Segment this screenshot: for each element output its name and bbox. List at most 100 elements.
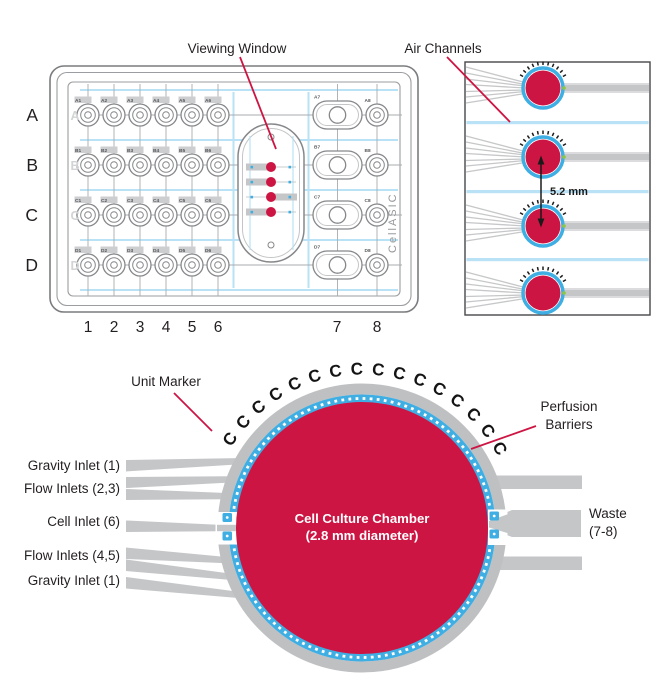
well-C3: C3 bbox=[126, 196, 152, 227]
svg-text:B5: B5 bbox=[179, 148, 185, 154]
col-label-4: 4 bbox=[162, 319, 171, 336]
svg-text:B8: B8 bbox=[365, 148, 371, 154]
svg-text:A2: A2 bbox=[101, 98, 107, 104]
embossed-row-label-c: C bbox=[70, 209, 79, 223]
air-unit-chamber bbox=[525, 208, 561, 244]
svg-text:D3: D3 bbox=[127, 248, 133, 254]
viewing-window-valve-dots bbox=[250, 165, 292, 214]
unit-marker-glyph: C bbox=[447, 389, 468, 412]
flow-inlets-23-label: Flow Inlets (2,3) bbox=[24, 481, 120, 496]
svg-text:C8: C8 bbox=[365, 198, 371, 204]
svg-text:B4: B4 bbox=[153, 148, 159, 154]
unit-marker-leader-line bbox=[173, 392, 213, 432]
well-A3: A3 bbox=[126, 96, 152, 127]
pitch-dimension: 5.2 mm bbox=[537, 155, 588, 228]
svg-text:D7: D7 bbox=[314, 245, 320, 251]
plate-tray bbox=[67, 81, 401, 297]
gravity-inlet-bottom-channel bbox=[126, 577, 237, 598]
plate-column-labels: 1 2 3 4 5 6 7 8 bbox=[84, 319, 382, 336]
air-channels-leader-line bbox=[446, 56, 511, 123]
well-D8: D8 bbox=[365, 248, 389, 277]
unit-marker-glyph: C bbox=[411, 369, 429, 391]
svg-text:A5: A5 bbox=[179, 98, 185, 104]
unit-marker-glyph: C bbox=[391, 363, 407, 384]
svg-text:A3: A3 bbox=[127, 98, 133, 104]
viewing-window-callout: Viewing Window bbox=[188, 41, 287, 56]
svg-text:B7: B7 bbox=[314, 145, 320, 151]
well-D1: D1 bbox=[74, 246, 100, 277]
well-B6: B6 bbox=[204, 146, 230, 177]
svg-text:C6: C6 bbox=[205, 198, 211, 204]
inlet-channels bbox=[126, 458, 237, 598]
air-unit-chamber bbox=[525, 139, 561, 175]
pitch-dimension-label: 5.2 mm bbox=[550, 186, 588, 198]
air-channel-unit bbox=[465, 266, 649, 315]
well-D4: D4 bbox=[152, 246, 178, 277]
unit-marker-glyph: C bbox=[371, 360, 385, 380]
gravity-inlet-top-channel bbox=[126, 458, 237, 472]
air-channels-diagram: 5.2 mm Air Channels bbox=[404, 41, 651, 316]
svg-text:C3: C3 bbox=[127, 198, 133, 204]
svg-text:D2: D2 bbox=[101, 248, 107, 254]
embossed-row-label-b: B bbox=[70, 159, 79, 173]
air-channel-unit bbox=[465, 130, 649, 179]
well-B5: B5 bbox=[178, 146, 204, 177]
svg-text:C7: C7 bbox=[314, 195, 320, 201]
cell-culture-chamber bbox=[236, 402, 488, 654]
svg-text:A7: A7 bbox=[314, 95, 320, 101]
unit-marker-glyph: C bbox=[285, 373, 304, 395]
flow-inlet-4-channel bbox=[126, 547, 224, 564]
cell-inlet-label: Cell Inlet (6) bbox=[47, 514, 120, 529]
svg-text:A4: A4 bbox=[153, 98, 159, 104]
well-D7: D7 bbox=[312, 245, 363, 280]
well-A7: A7 bbox=[312, 95, 363, 130]
waste-label: Waste (7-8) bbox=[589, 506, 627, 539]
waste-label-line1: Waste bbox=[589, 506, 627, 521]
well-B2: B2 bbox=[100, 146, 126, 177]
well-B4: B4 bbox=[152, 146, 178, 177]
unit-marker-glyph: C bbox=[219, 429, 242, 450]
svg-text:B3: B3 bbox=[127, 148, 133, 154]
well-A1: A1 bbox=[74, 96, 100, 127]
svg-text:A8: A8 bbox=[365, 98, 371, 104]
culture-chamber-dot bbox=[266, 177, 276, 187]
col-label-5: 5 bbox=[188, 319, 197, 336]
unit-marker-glyph: C bbox=[232, 411, 254, 433]
well-A2: A2 bbox=[100, 96, 126, 127]
well-D2: D2 bbox=[100, 246, 126, 277]
well-B1: B1 bbox=[74, 146, 100, 177]
well-B8: B8 bbox=[365, 148, 389, 177]
unit-marker-glyph: C bbox=[248, 396, 270, 418]
col-label-6: 6 bbox=[214, 319, 223, 336]
viewing-window-leader-line bbox=[239, 56, 277, 150]
well-D3: D3 bbox=[126, 246, 152, 277]
embossed-row-label-a: A bbox=[70, 109, 79, 123]
plate-inner-shell bbox=[56, 71, 412, 307]
well-C1: C1 bbox=[74, 196, 100, 227]
air-units-layer bbox=[465, 61, 649, 315]
air-channels-callout: Air Channels bbox=[404, 41, 482, 56]
svg-text:A1: A1 bbox=[75, 98, 81, 104]
unit-marker-glyph: C bbox=[266, 383, 287, 406]
air-channel-lines bbox=[466, 121, 649, 262]
well-A4: A4 bbox=[152, 96, 178, 127]
well-A6: A6 bbox=[204, 96, 230, 127]
svg-text:D5: D5 bbox=[179, 248, 185, 254]
chamber-label-line1: Cell Culture Chamber bbox=[295, 511, 430, 526]
row-label-c: C bbox=[25, 205, 38, 225]
unit-marker-callout: Unit Marker bbox=[131, 374, 201, 389]
flow-inlets-45-label: Flow Inlets (4,5) bbox=[24, 548, 120, 563]
gravity-inlet-top-label: Gravity Inlet (1) bbox=[28, 458, 120, 473]
flow-inlet-3-channel bbox=[126, 489, 224, 500]
svg-text:D1: D1 bbox=[75, 248, 81, 254]
well-A5: A5 bbox=[178, 96, 204, 127]
well-D6: D6 bbox=[204, 246, 230, 277]
air-unit-chamber bbox=[525, 70, 561, 106]
perfusion-barriers-leader-line bbox=[470, 425, 537, 450]
row-label-b: B bbox=[26, 155, 38, 175]
col-label-2: 2 bbox=[110, 319, 119, 336]
gravity-inlet-bottom-label: Gravity Inlet (1) bbox=[28, 573, 120, 588]
